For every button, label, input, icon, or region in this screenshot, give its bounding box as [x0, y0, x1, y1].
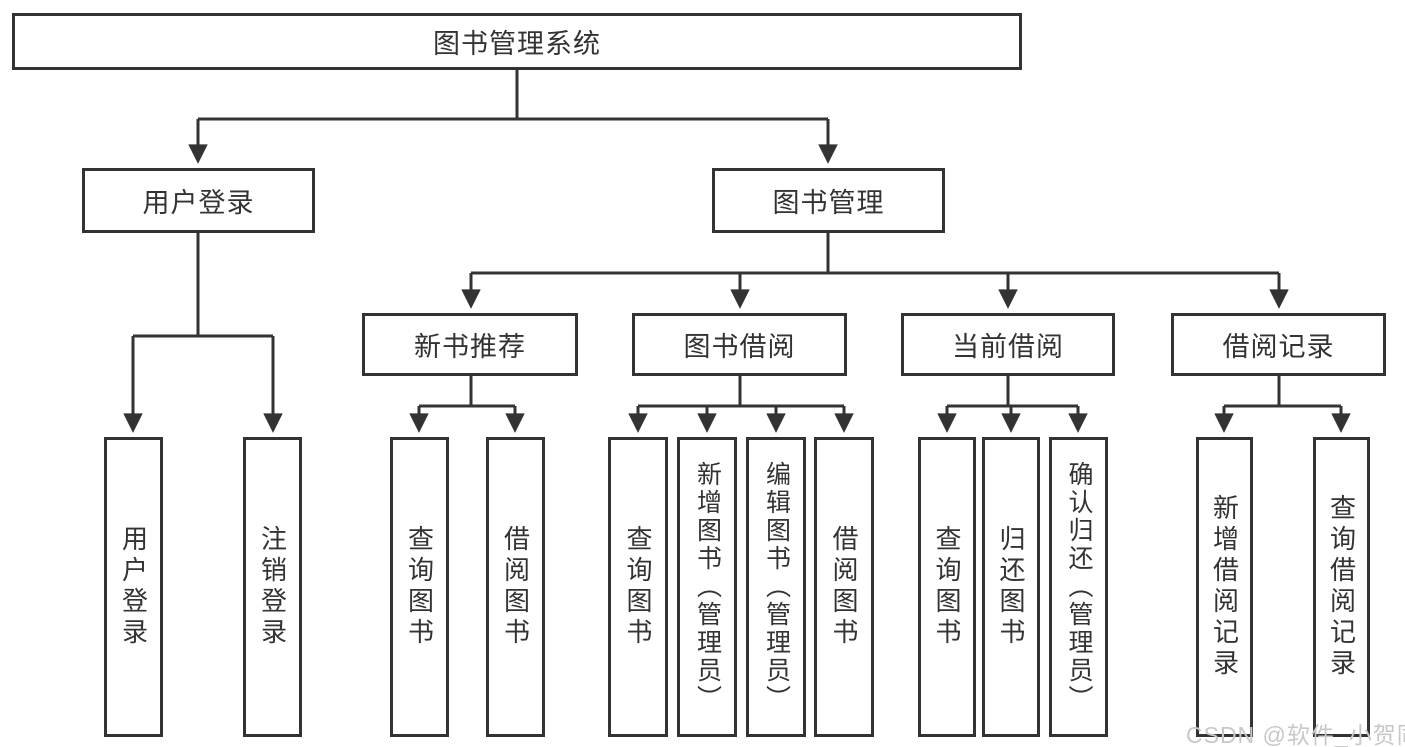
node-leaf-borrow-books: 借阅图书: [814, 437, 874, 737]
node-leaf-query-borrow-record: 查询借阅记录: [1313, 437, 1370, 737]
node-leaf-user-login: 用户登录: [104, 437, 163, 737]
node-leaf-return-book: 归还图书: [982, 437, 1040, 737]
node-leaf-confirm-return-admin: 确认归还（管理员）: [1049, 437, 1108, 737]
node-library-system: 图书管理系统: [12, 13, 1022, 70]
node-current-borrow: 当前借阅: [901, 313, 1115, 376]
node-leaf-add-borrow-record: 新增借阅记录: [1196, 437, 1253, 737]
node-book-management: 图书管理: [712, 168, 945, 233]
node-leaf-query-books-recommend: 查询图书: [390, 437, 449, 737]
node-leaf-borrow-books-recommend: 借阅图书: [486, 437, 545, 737]
node-leaf-logout: 注销登录: [243, 437, 302, 737]
node-book-borrow: 图书借阅: [632, 313, 847, 376]
node-leaf-edit-book-admin: 编辑图书（管理员）: [746, 437, 806, 737]
watermark: CSDN @软件_小贺同学: [1186, 722, 1405, 747]
node-leaf-add-book-admin: 新增图书（管理员）: [677, 437, 737, 737]
node-user-login: 用户登录: [82, 168, 315, 233]
node-borrow-records: 借阅记录: [1171, 313, 1386, 376]
node-leaf-query-books-borrow: 查询图书: [608, 437, 668, 737]
node-new-book-recommend: 新书推荐: [362, 313, 578, 376]
node-leaf-query-books-current: 查询图书: [918, 437, 976, 737]
